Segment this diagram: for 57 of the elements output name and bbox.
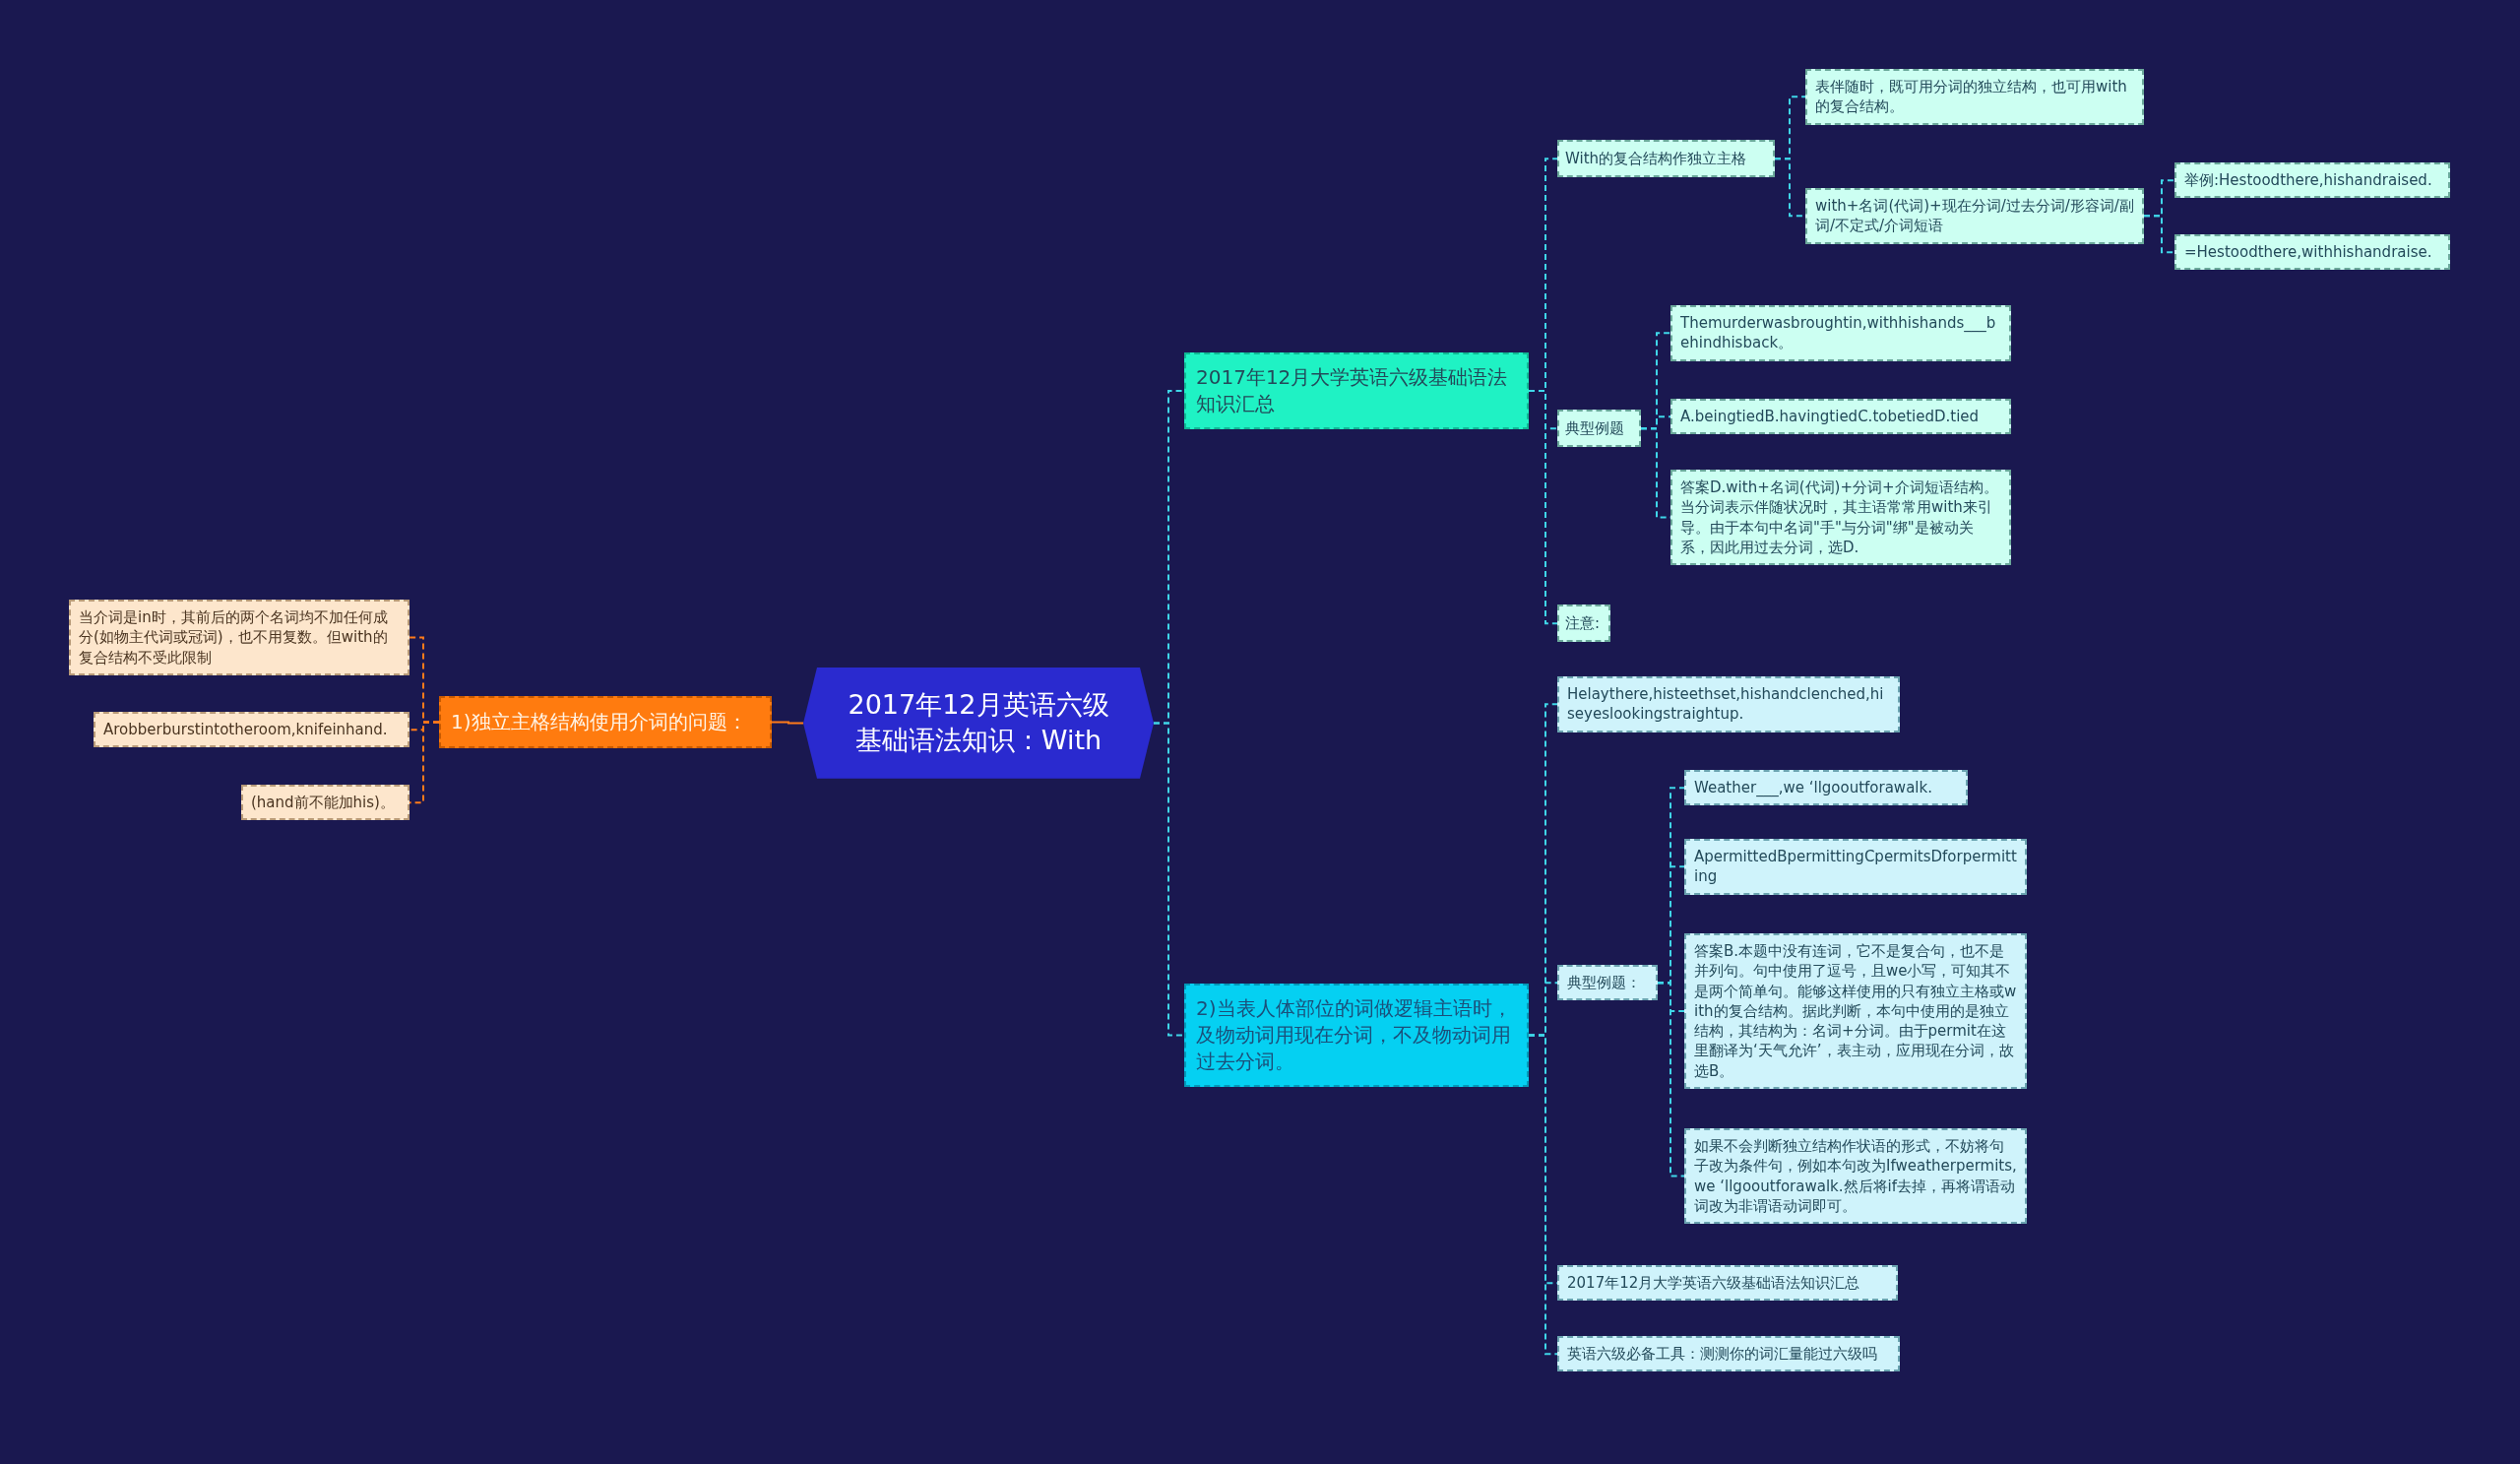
- subtopic-box: [1670, 470, 2011, 565]
- topic-text: 典型例题：: [1567, 973, 1642, 993]
- topic-text: Weather___,we ‘llgooutforawalk.: [1694, 778, 1933, 798]
- subtopic-box: [1684, 839, 2027, 895]
- topic-text: 答案B.本题中没有连词，它不是复合句，也不是并列句。句中使用了逗号，且we小写，可知其不是两个简单句。能够这样使用的只有独立主格或with的复合结构。据此判断，本句中使用的是独立结构，其结构为：名词+分词。由于permit在这里翻译为‘天气允许’，表主动，应用现在分词，故选B。: [1694, 941, 2017, 1081]
- subtopic-box: [1557, 410, 1641, 448]
- topic-text: with+名词(代词)+现在分词/过去分词/形容词/副词/不定式/介词短语: [1815, 196, 2134, 236]
- connector-line: [2143, 215, 2175, 254]
- topic-text: =Hestoodthere,withhishandraise.: [2184, 242, 2433, 263]
- subtopic-box: [94, 712, 410, 748]
- topic-text: With的复合结构作独立主格: [1565, 149, 1748, 169]
- topic-text: 2)当表人体部位的词做逻辑主语时，及物动词用现在分词，不及物动词用过去分词。: [1196, 995, 1513, 1075]
- topic-text: ApermittedBpermittingCpermitsDforpermitting: [1694, 847, 2017, 887]
- subtopic-box: [1670, 399, 2011, 435]
- subtopic-box: [241, 785, 410, 821]
- branch-topic-box: [1184, 352, 1529, 429]
- topic-text: 英语六级必备工具：测测你的词汇量能过六级吗: [1567, 1344, 1878, 1365]
- subtopic-box: [1557, 140, 1775, 178]
- subtopic-box: [1557, 676, 1900, 732]
- subtopic-box: [1557, 1336, 1900, 1372]
- subtopic-box: [69, 600, 410, 675]
- topic-text: 典型例题: [1565, 418, 1625, 439]
- topic-text: 表伴随时，既可用分词的独立结构，也可用with的复合结构。: [1815, 77, 2128, 117]
- subtopic-box: [1670, 305, 2011, 361]
- subtopic-box: [1805, 188, 2144, 244]
- topic-text: 1)独立主格结构使用介词的问题：: [451, 709, 748, 735]
- branch-topic-box: [1184, 984, 1529, 1087]
- topic-text: 注意:: [1565, 613, 1602, 634]
- topic-text: 当介词是in时，其前后的两个名词均不加任何成分(如物主代词或冠词)，也不用复数。但with的复合结构不受此限制: [79, 607, 389, 668]
- subtopic-box: [1557, 965, 1658, 1001]
- topic-text: 2017年12月英语六级基础语法知识：With: [847, 688, 1110, 758]
- subtopic-box: [1684, 1128, 2027, 1224]
- topic-text: (hand前不能加his)。: [251, 793, 396, 813]
- subtopic-box: [2174, 234, 2450, 271]
- connector-line: [409, 721, 440, 804]
- connector-line: [771, 721, 804, 725]
- connector-line: [1153, 722, 1185, 1037]
- topic-text: 2017年12月大学英语六级基础语法知识汇总: [1196, 364, 1509, 417]
- topic-text: A.beingtiedB.havingtiedC.tobetiedD.tied: [1680, 407, 1981, 427]
- topic-text: Themurderwasbroughtin,withhishands___behindhisback。: [1680, 313, 1997, 353]
- topic-text: 举例:Hestoodthere,hishandraised.: [2184, 170, 2433, 191]
- subtopic-box: [1557, 605, 1610, 643]
- subtopic-box: [1557, 1265, 1898, 1302]
- connector-line: [1657, 982, 1685, 1178]
- branch-topic-box: [439, 696, 772, 748]
- topic-text: 2017年12月大学英语六级基础语法知识汇总: [1567, 1273, 1861, 1294]
- topic-text: Helaythere,histeethset,hishandclenched,hiseyeslookingstraightup.: [1567, 684, 1885, 725]
- central-topic: [803, 668, 1154, 779]
- topic-text: 答案D.with+名词(代词)+分词+介词短语结构。当分词表示伴随状况时，其主语常常用with来引导。由于本句中名词"手"与分词"绑"是被动关系，因此用过去分词，选D.: [1680, 477, 1999, 557]
- topic-text: Arobberburstintotheroom,knifeinhand.: [103, 720, 389, 740]
- connector-line: [1528, 1034, 1558, 1356]
- topic-text: 如果不会判断独立结构作状语的形式，不妨将句子改为条件句，例如本句改为Ifweatherpermits,we ‘llgooutforawalk.然后将if去掉，再将谓语动词改为非谓语动词即可。: [1694, 1136, 2017, 1216]
- subtopic-box: [1684, 770, 1968, 806]
- subtopic-box: [1805, 69, 2144, 125]
- subtopic-box: [1684, 933, 2027, 1089]
- subtopic-box: [2174, 162, 2450, 199]
- connector-line: [1528, 390, 1558, 625]
